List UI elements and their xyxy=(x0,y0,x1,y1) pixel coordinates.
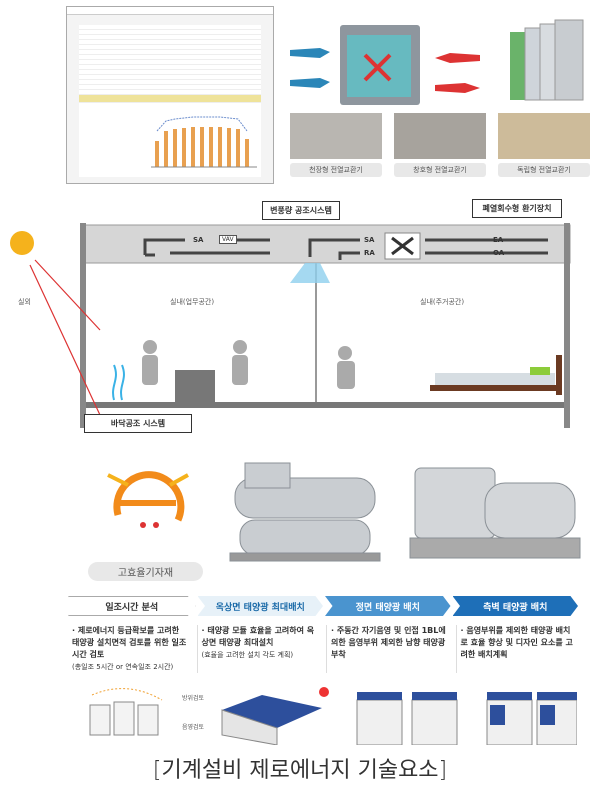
vav-system-label: 변풍량 공조시스템 xyxy=(262,201,340,220)
outdoor-label: 실외 xyxy=(18,298,31,306)
step-rooftop-max: 옥상면 태양광 최대배치 xyxy=(197,596,323,616)
duct-oa: OA xyxy=(493,249,505,257)
duct-ra: RA xyxy=(364,249,375,257)
step-description: · 음영부위를 제외한 태양광 배치로 효율 향상 및 디자인 요소를 고려한 … xyxy=(455,625,578,673)
hrv-photos xyxy=(290,113,590,159)
azimuth-review-label: 방위검토 xyxy=(182,695,205,702)
office-occupants xyxy=(142,340,355,402)
equipment-label: 고효율기자재 xyxy=(88,562,203,581)
bed xyxy=(430,355,562,395)
solar-building-illustrations xyxy=(89,687,577,745)
load-table xyxy=(79,25,261,177)
heat-recovery-label: 폐열회수형 환기장치 xyxy=(472,199,562,218)
sun-icon xyxy=(10,231,34,255)
window-titlebar xyxy=(67,7,273,15)
step-description: · 주동간 자기음영 및 인접 1BL에 의한 음영부위 제외한 남향 태양광 … xyxy=(326,625,448,673)
chiller-images xyxy=(229,462,581,562)
ceiling-hrv-photo xyxy=(290,113,382,159)
hrv-type-label: 천장형 전열교환기 xyxy=(290,163,382,177)
air-filter-panels xyxy=(510,19,584,101)
heat-recovery-ventilator-diagram xyxy=(290,19,584,105)
window-hrv-photo xyxy=(394,113,486,159)
standalone-hrv-photo xyxy=(498,113,590,159)
supply-air-diffuser xyxy=(290,263,330,283)
energy-simulation-window xyxy=(66,6,274,184)
high-efficiency-logo xyxy=(107,471,189,528)
floor-system-label: 바닥공조 시스템 xyxy=(84,414,192,433)
office-space-label: 실내(업무공간) xyxy=(170,298,215,306)
duct-sa: SA xyxy=(193,236,204,244)
step-side-wall: 측벽 태양광 배치 xyxy=(452,596,578,616)
step-front-facade: 정면 태양광 배치 xyxy=(325,596,451,616)
figure-caption: [기계설비 제로에너지 기술요소] xyxy=(152,758,448,783)
residential-space-label: 실내(주거공간) xyxy=(420,298,465,306)
hrv-type-label: 독립형 전열교환기 xyxy=(498,163,590,177)
monthly-load-chart xyxy=(151,116,257,168)
centrifugal-chiller xyxy=(229,462,381,562)
duct-sa: SA xyxy=(364,236,375,244)
vav-box: VAV xyxy=(219,235,237,244)
solar-steps-header: 일조시간 분석 옥상면 태양광 최대배치 정면 태양광 배치 측벽 태양광 배치 xyxy=(68,596,578,616)
duct-ea: EA xyxy=(493,236,504,244)
step-description: · 태양광 모듈 효율을 고려하여 옥상면 태양광 최대설치(효율을 고려한 설… xyxy=(196,625,319,673)
hrv-type-label: 창호형 전열교환기 xyxy=(394,163,486,177)
shading-review-label: 음영검토 xyxy=(182,724,205,731)
building-section-diagram xyxy=(10,223,571,428)
step-sunlight-analysis: 일조시간 분석 xyxy=(68,596,196,616)
step-description: · 제로에너지 등급확보를 고려한 태양광 설치면적 검토를 위한 일조시간 검… xyxy=(72,626,187,671)
absorption-chiller xyxy=(409,467,581,559)
